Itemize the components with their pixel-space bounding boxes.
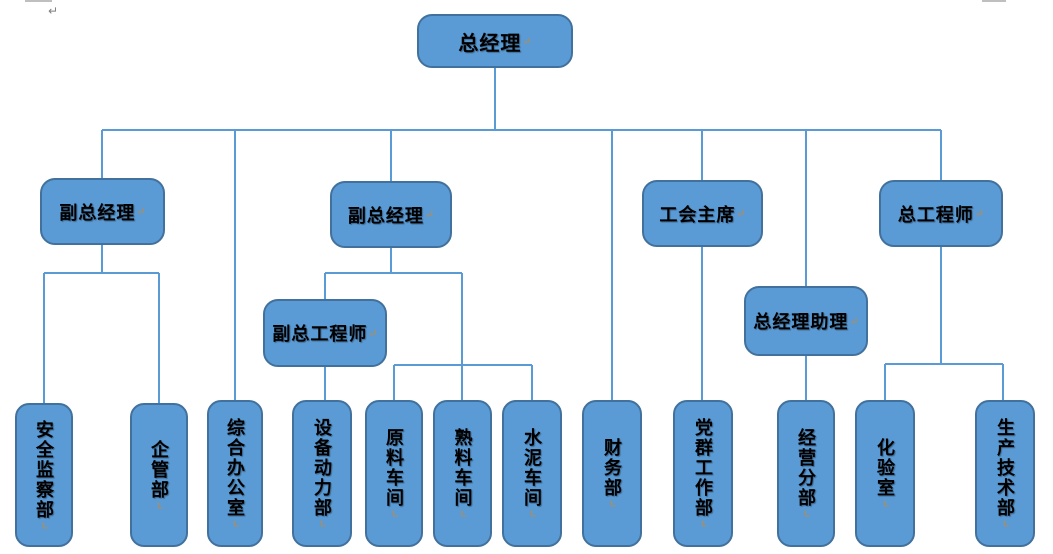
org-node-label: 生产技术部 [995, 418, 1015, 519]
paragraph-mark-icon: ↵ [799, 509, 812, 519]
page-edge-mark-left [25, 0, 52, 2]
org-node-general-manager[interactable]: 总经理↵ [417, 14, 573, 68]
org-node-equipment-power-dept[interactable]: 设备动力部↵ [292, 400, 352, 547]
org-node-label: 经营分部 [796, 428, 816, 509]
paragraph-mark-icon: ↵ [522, 35, 532, 48]
org-node-chief-engineer[interactable]: 总工程师↵ [879, 180, 1003, 247]
org-node-label: 财务部 [602, 438, 622, 499]
paragraph-mark-icon: ↵ [368, 327, 378, 340]
org-node-general-office[interactable]: 综合办公室↵ [207, 400, 263, 547]
org-node-enterprise-mgmt-dept[interactable]: 企管部↵ [130, 403, 188, 547]
org-node-label: 原料车间 [384, 428, 404, 509]
org-node-label: 水泥车间 [522, 428, 542, 509]
org-node-label: 化验室 [875, 438, 895, 499]
paragraph-mark-icon: ↵ [998, 519, 1011, 529]
org-node-raw-material-workshop[interactable]: 原料车间↵ [365, 400, 423, 547]
org-node-label: 工会主席 [659, 204, 736, 225]
org-node-label: 设备动力部 [312, 418, 332, 519]
paragraph-mark-icon: ↵ [228, 519, 241, 529]
org-node-label: 总工程师 [897, 204, 974, 225]
org-node-deputy-chief-engineer[interactable]: 副总工程师↵ [263, 299, 387, 367]
org-node-label: 副总经理 [59, 202, 136, 223]
paragraph-mark-icon: ↵ [315, 519, 328, 529]
paragraph-mark-icon: ↵ [456, 509, 468, 519]
org-node-label: 党群工作部 [693, 418, 713, 519]
page-edge-mark-right [982, 0, 1006, 2]
org-node-business-division[interactable]: 经营分部↵ [777, 400, 835, 547]
paragraph-mark-icon: ↵ [974, 208, 985, 220]
org-node-label: 综合办公室 [225, 418, 245, 519]
paragraph-mark-icon: ↵ [605, 499, 618, 509]
org-node-deputy-gm-1[interactable]: 副总经理↵ [40, 178, 165, 245]
org-node-cement-workshop[interactable]: 水泥车间↵ [502, 400, 562, 547]
org-node-label: 企管部 [149, 439, 169, 500]
org-node-label: 副总工程师 [272, 324, 368, 344]
paragraph-mark-icon: ↵ [736, 208, 746, 220]
org-node-clinker-workshop[interactable]: 熟料车间↵ [433, 400, 492, 547]
paragraph-mark-icon: ↵ [696, 519, 709, 529]
paragraph-mark-icon: ↵ [878, 499, 891, 509]
paragraph-mark-icon: ↵ [849, 315, 859, 328]
org-node-label: 总经理 [458, 32, 522, 55]
org-node-label: 安全监察部 [34, 419, 54, 520]
paragraph-mark-icon: ↵ [152, 500, 165, 511]
org-node-deputy-gm-2[interactable]: 副总经理↵ [330, 181, 452, 248]
org-node-label: 熟料车间 [452, 428, 473, 509]
org-node-safety-supervision-dept[interactable]: 安全监察部↵ [15, 403, 73, 547]
paragraph-mark-icon: ↵ [387, 509, 400, 519]
org-node-union-chairman[interactable]: 工会主席↵ [642, 180, 763, 247]
paragraph-mark-icon: ↵ [37, 520, 50, 531]
paragraph-mark: ↵ [48, 4, 59, 18]
org-node-production-tech-dept[interactable]: 生产技术部↵ [975, 400, 1035, 547]
org-node-finance-dept[interactable]: 财务部↵ [582, 400, 642, 547]
org-node-party-mass-work-dept[interactable]: 党群工作部↵ [673, 400, 733, 547]
org-node-gm-assistant[interactable]: 总经理助理↵ [744, 286, 868, 356]
org-node-label: 副总经理 [347, 205, 424, 226]
paragraph-mark-icon: ↵ [525, 509, 538, 519]
paragraph-mark-icon: ↵ [424, 209, 435, 221]
org-node-laboratory[interactable]: 化验室↵ [855, 400, 915, 547]
paragraph-mark-icon: ↵ [136, 206, 146, 218]
org-node-label: 总经理助理 [753, 312, 849, 332]
